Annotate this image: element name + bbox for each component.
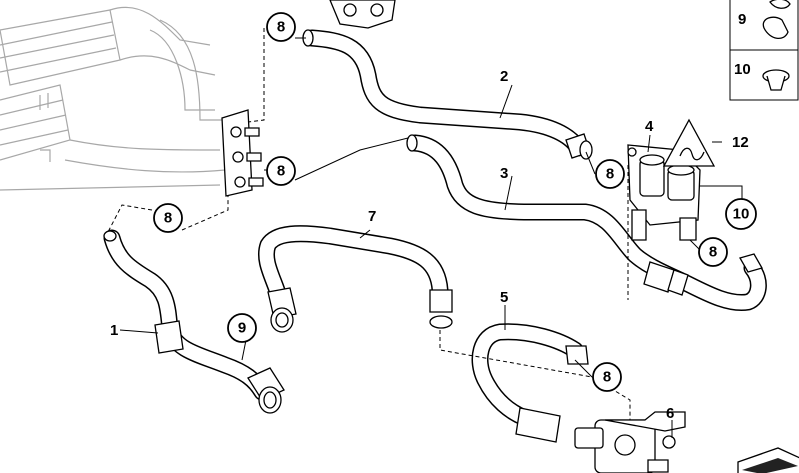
callout-1: 1	[110, 322, 118, 339]
callout-3: 3	[500, 165, 508, 182]
corner-part	[737, 447, 799, 473]
top-flange	[329, 0, 396, 29]
callout-8-a: 8	[266, 12, 296, 42]
hose-3	[406, 134, 767, 312]
heater-core-ghost	[0, 6, 226, 191]
callout-8-f: 8	[592, 362, 622, 392]
callout-8-b: 8	[266, 156, 296, 186]
callout-8-text-d: 8	[606, 166, 614, 183]
callout-5: 5	[500, 289, 508, 306]
hose-1	[103, 229, 285, 414]
warning-label	[662, 118, 716, 167]
callout-4: 4	[645, 118, 654, 135]
callout-8-e: 8	[698, 237, 728, 267]
legend-10: 10	[734, 61, 751, 78]
callout-8-c: 8	[153, 203, 183, 233]
callout-10: 10	[725, 198, 757, 230]
legend-panel	[729, 0, 799, 101]
callout-9: 9	[227, 313, 257, 343]
leader-lines	[107, 28, 743, 438]
hose-5	[471, 323, 589, 443]
callout-10-text: 10	[733, 206, 750, 223]
callout-8-text-b: 8	[277, 163, 285, 180]
callout-12: 12	[732, 134, 749, 151]
callout-8-d: 8	[595, 159, 625, 189]
callout-8-text-a: 8	[277, 19, 285, 36]
callout-8-text-e: 8	[709, 244, 717, 261]
hose-7	[258, 225, 453, 333]
callout-8-text-f: 8	[603, 369, 611, 386]
legend-9: 9	[738, 11, 746, 28]
callout-2: 2	[500, 68, 508, 85]
callout-7: 7	[368, 208, 376, 225]
callout-6: 6	[666, 405, 674, 422]
callout-8-text-c: 8	[164, 210, 172, 227]
heater-flange	[221, 109, 264, 197]
water-pump	[574, 411, 686, 473]
callout-9-text: 9	[238, 320, 246, 337]
hose-2	[302, 29, 593, 160]
